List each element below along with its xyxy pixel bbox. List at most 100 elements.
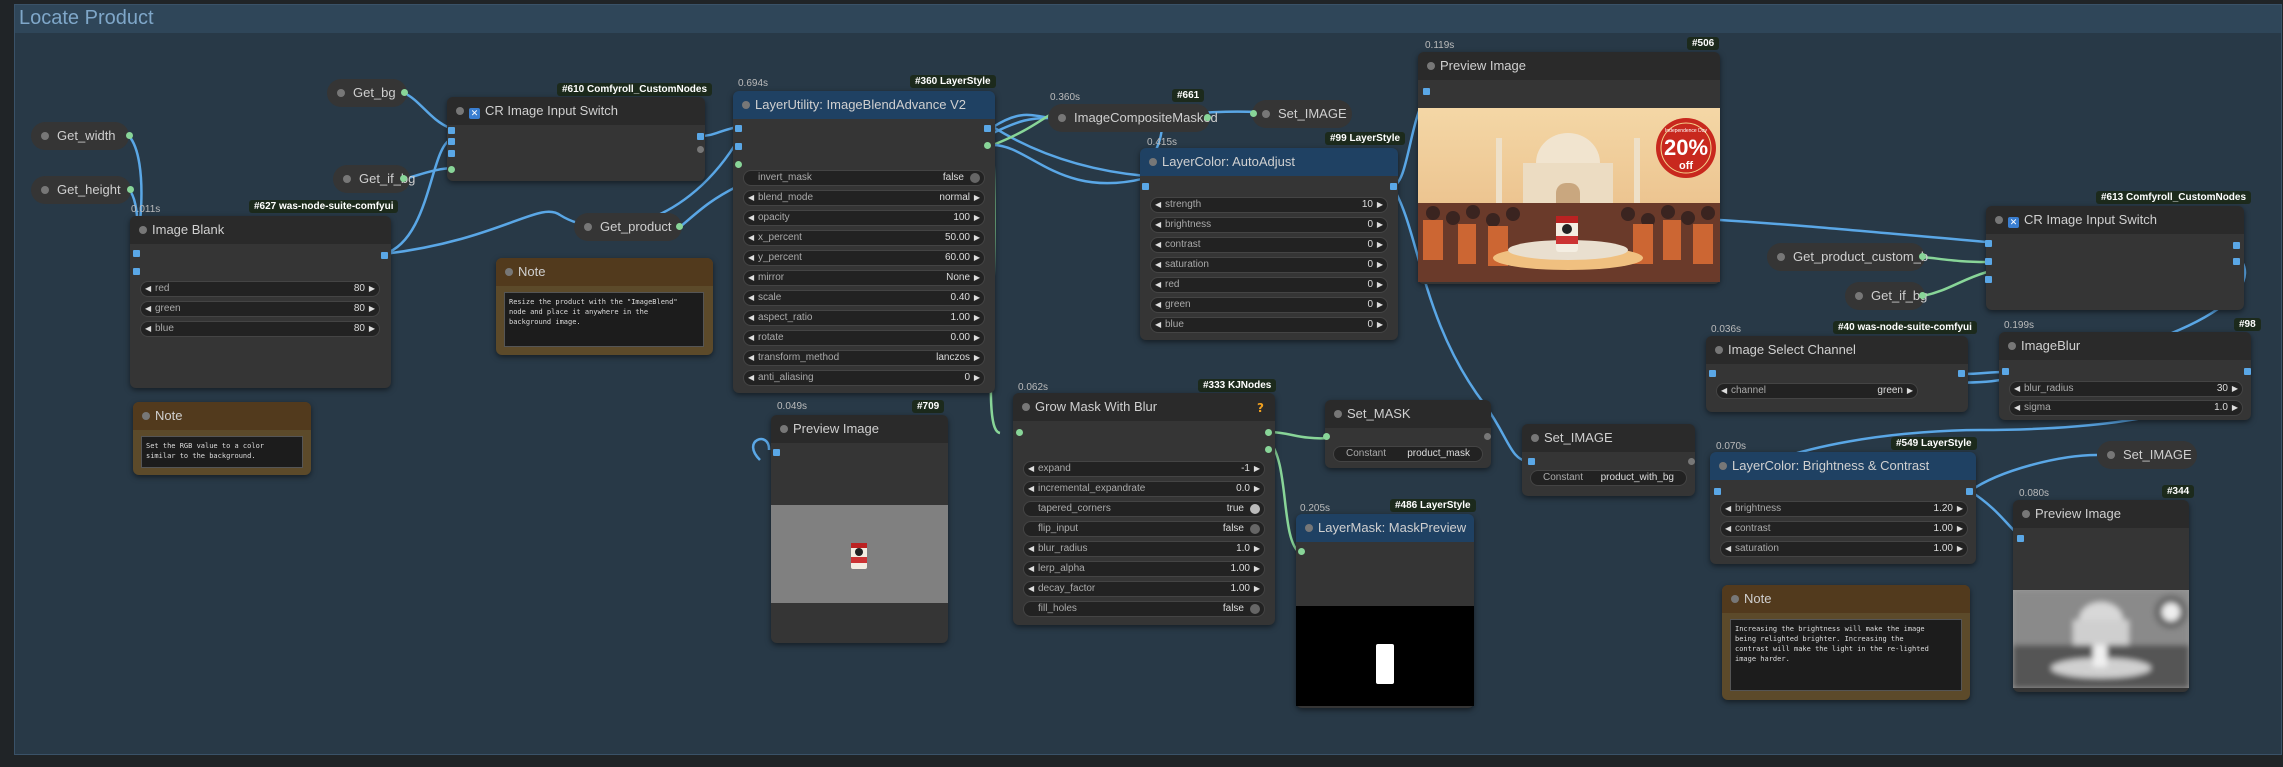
preview-709-node[interactable]: Preview Image <box>771 415 948 643</box>
set-image-2-input[interactable] <box>1528 458 1535 465</box>
blend-input-layer[interactable] <box>735 143 742 150</box>
brightness-node[interactable]: LayerColor: Brightness & Contrast ◀brigh… <box>1710 452 1976 564</box>
grow-mask-output-1[interactable] <box>1265 429 1272 436</box>
get-bg-output[interactable] <box>401 89 408 96</box>
decrement-arrow-icon[interactable]: ◀ <box>1155 240 1162 249</box>
decrement-arrow-icon[interactable]: ◀ <box>748 253 755 262</box>
set-image-3-node[interactable]: Set_IMAGE <box>2097 441 2197 469</box>
cr-switch-1-input-3[interactable] <box>448 150 455 157</box>
cr-switch-2-input-3[interactable] <box>1985 276 1992 283</box>
decrement-arrow-icon[interactable]: ◀ <box>748 293 755 302</box>
preview-709-input[interactable] <box>773 449 780 456</box>
cr-switch-1-input-1[interactable] <box>448 127 455 134</box>
decrement-arrow-icon[interactable]: ◀ <box>1028 564 1035 573</box>
autoadjust-title[interactable]: LayerColor: AutoAdjust <box>1140 148 1398 176</box>
decrement-arrow-icon[interactable]: ◀ <box>1155 320 1162 329</box>
increment-arrow-icon[interactable]: ▶ <box>973 313 980 322</box>
blend-node[interactable]: LayerUtility: ImageBlendAdvance V2 inver… <box>733 91 995 393</box>
brightness-input[interactable] <box>1714 488 1721 495</box>
grow-mask-output-2[interactable] <box>1265 446 1272 453</box>
decrement-arrow-icon[interactable]: ◀ <box>1155 220 1162 229</box>
note-resize-text[interactable]: Resize the product with the "ImageBlend"… <box>504 292 704 347</box>
imageblur-input[interactable] <box>2002 368 2009 375</box>
note-rgb-text[interactable]: Set the RGB value to a color similar to … <box>141 436 303 468</box>
increment-arrow-icon[interactable]: ▶ <box>973 373 980 382</box>
mask-preview-title[interactable]: LayerMask: MaskPreview <box>1296 514 1474 542</box>
note-resize-title[interactable]: Note <box>496 258 713 286</box>
toggle-icon[interactable] <box>1250 604 1260 614</box>
decrement-arrow-icon[interactable]: ◀ <box>748 373 755 382</box>
increment-arrow-icon[interactable]: ▶ <box>973 253 980 262</box>
brightness-output[interactable] <box>1966 488 1973 495</box>
cr-switch-1-input-boolean[interactable] <box>448 166 455 173</box>
toggle-icon[interactable] <box>970 173 980 183</box>
toggle-icon[interactable] <box>1250 524 1260 534</box>
increment-arrow-icon[interactable]: ▶ <box>973 353 980 362</box>
note-brightness-title[interactable]: Note <box>1722 585 1970 613</box>
get-product-custom-b-output[interactable] <box>1919 253 1926 260</box>
imageblur-output[interactable] <box>2244 368 2251 375</box>
get-if-bg-2-node[interactable]: Get_if_bg <box>1845 282 1927 310</box>
set-image-1-node[interactable]: Set_IMAGE <box>1252 100 1352 128</box>
cr-switch-1-output-2[interactable] <box>697 146 704 153</box>
decrement-arrow-icon[interactable]: ◀ <box>1028 584 1035 593</box>
decrement-arrow-icon[interactable]: ◀ <box>748 273 755 282</box>
increment-arrow-icon[interactable]: ▶ <box>973 273 980 282</box>
toggle-icon[interactable] <box>1250 504 1260 514</box>
increment-arrow-icon[interactable]: ▶ <box>1253 584 1260 593</box>
set-image-2-title[interactable]: Set_IMAGE <box>1522 424 1695 452</box>
image-blank-input-height[interactable] <box>133 268 140 275</box>
decrement-arrow-icon[interactable]: ◀ <box>1155 200 1162 209</box>
select-channel-title[interactable]: Image Select Channel <box>1706 336 1968 364</box>
grow-mask-input[interactable] <box>1016 429 1023 436</box>
increment-arrow-icon[interactable]: ▶ <box>1253 484 1260 493</box>
preview-344-title[interactable]: Preview Image <box>2013 500 2189 528</box>
blend-input-bg[interactable] <box>735 125 742 132</box>
cr-switch-1-input-2[interactable] <box>448 138 455 145</box>
get-product-node[interactable]: Get_product <box>574 213 682 241</box>
image-blank-title[interactable]: Image Blank <box>130 216 391 244</box>
set-image-1-input[interactable] <box>1250 110 1257 117</box>
increment-arrow-icon[interactable]: ▶ <box>1376 280 1383 289</box>
note-resize-node[interactable]: Note Resize the product with the "ImageB… <box>496 258 713 355</box>
mask-preview-node[interactable]: LayerMask: MaskPreview <box>1296 514 1474 708</box>
blend-title[interactable]: LayerUtility: ImageBlendAdvance V2 <box>733 91 995 119</box>
increment-arrow-icon[interactable]: ▶ <box>1376 200 1383 209</box>
increment-arrow-icon[interactable]: ▶ <box>1376 220 1383 229</box>
decrement-arrow-icon[interactable]: ◀ <box>748 313 755 322</box>
note-brightness-node[interactable]: Note Increasing the brightness will make… <box>1722 585 1970 700</box>
get-width-node[interactable]: Get_width <box>31 122 129 150</box>
decrement-arrow-icon[interactable]: ◀ <box>748 233 755 242</box>
set-mask-title[interactable]: Set_MASK <box>1325 400 1491 428</box>
grow-mask-node[interactable]: Grow Mask With Blur ◀expand-1▶◀increment… <box>1013 393 1275 625</box>
get-width-output[interactable] <box>126 132 133 139</box>
increment-arrow-icon[interactable]: ▶ <box>1253 464 1260 473</box>
increment-arrow-icon[interactable]: ▶ <box>1376 320 1383 329</box>
grow-mask-title[interactable]: Grow Mask With Blur <box>1013 393 1275 421</box>
cr-switch-2-input-1[interactable] <box>1985 240 1992 247</box>
